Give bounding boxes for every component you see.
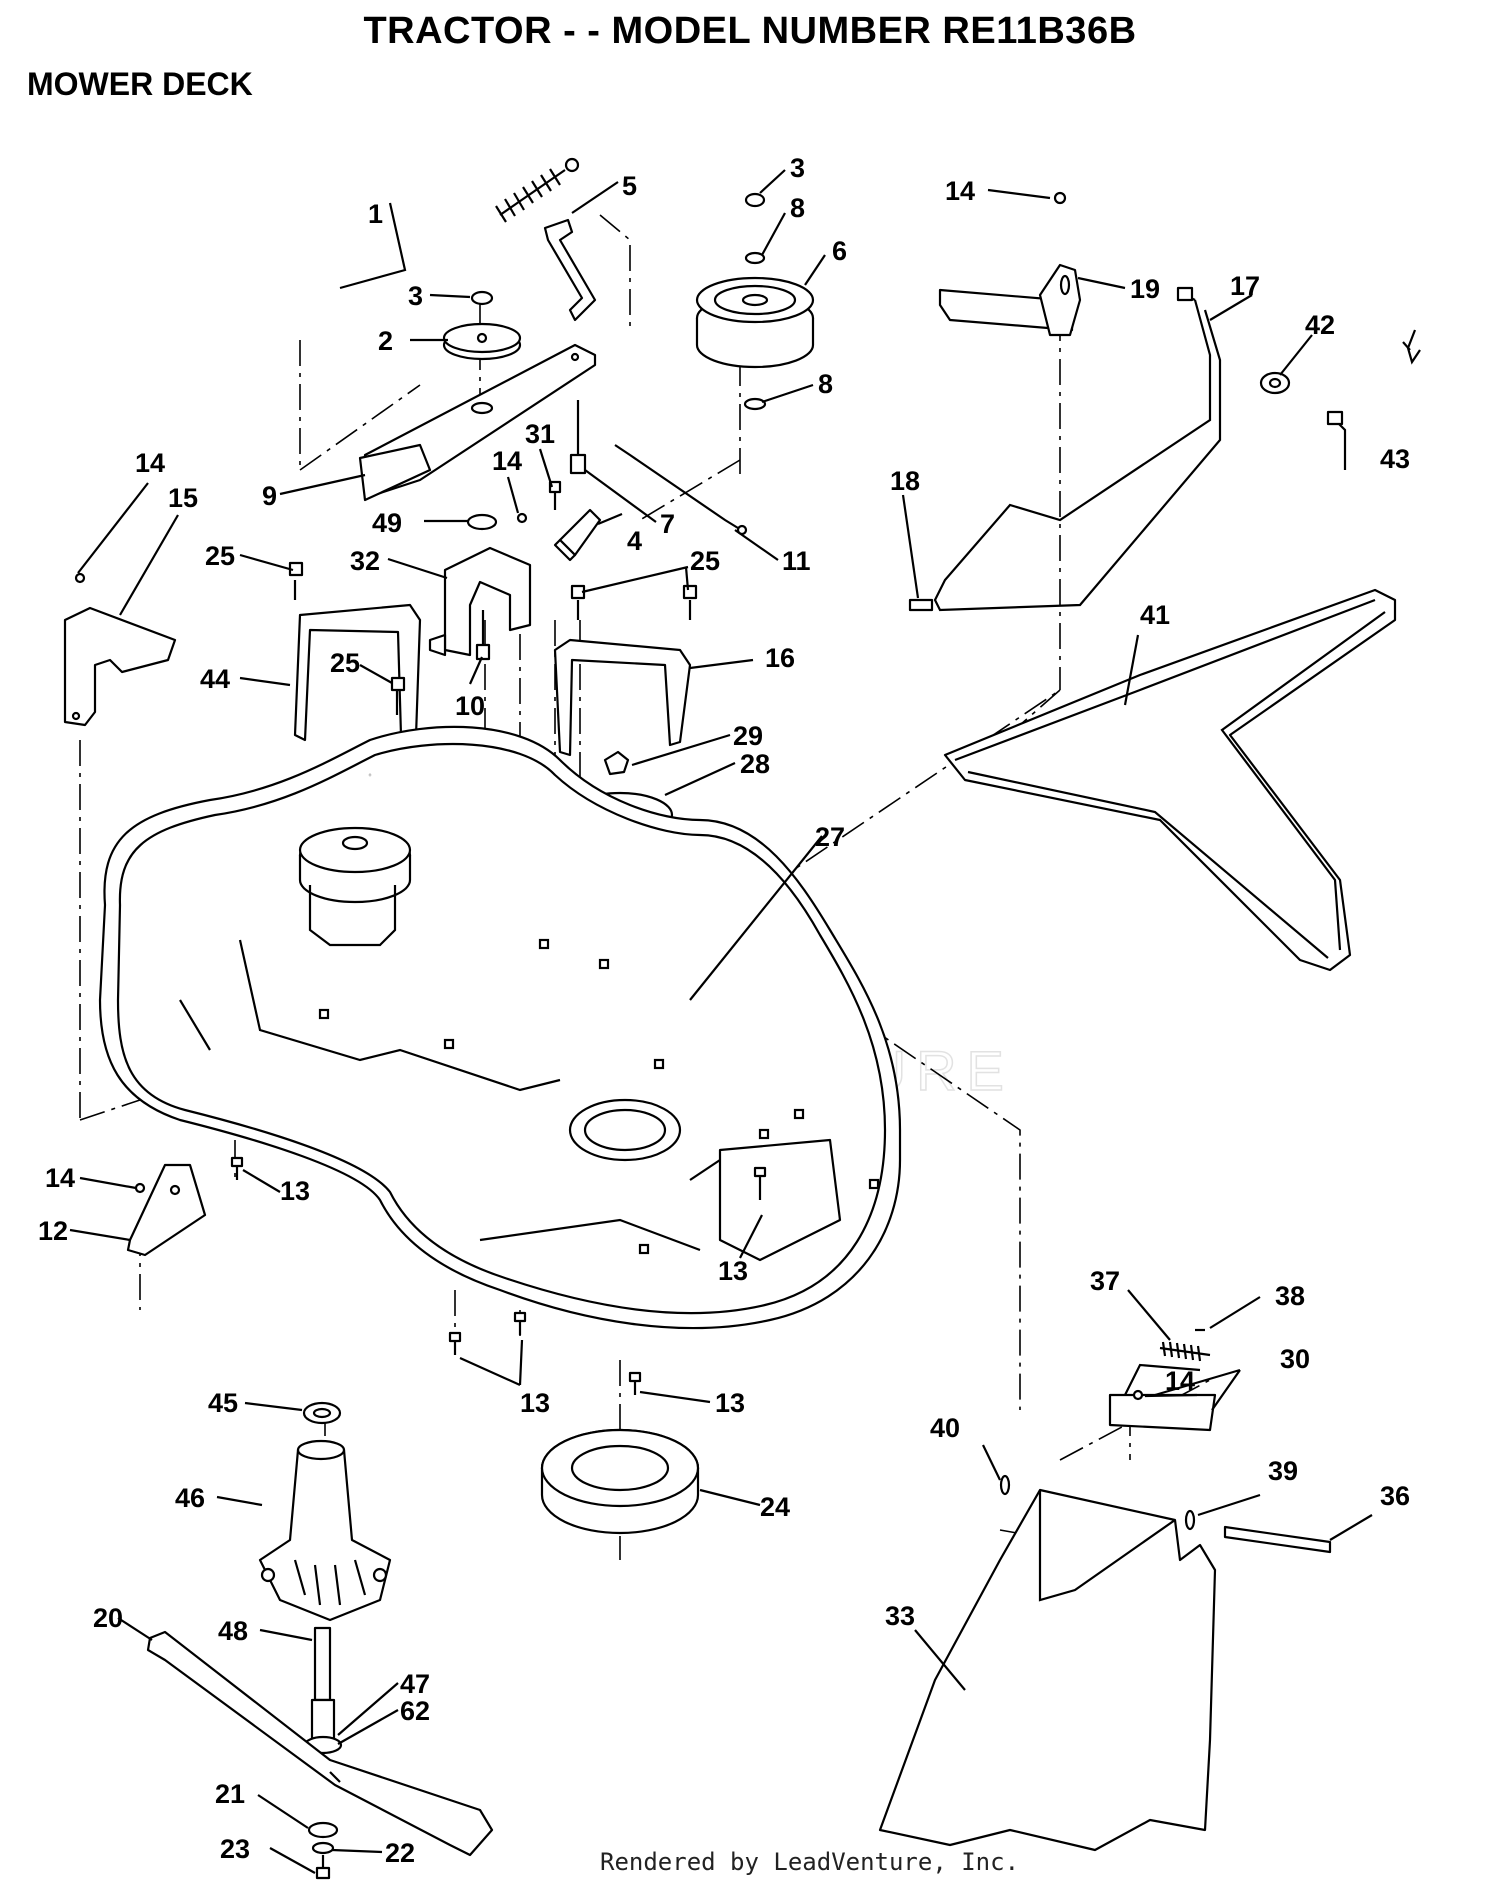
callout-25: 25	[205, 541, 235, 571]
callout-30: 30	[1280, 1344, 1310, 1374]
callout-48: 48	[218, 1616, 248, 1646]
callout-18: 18	[890, 466, 920, 496]
callout-labels: 1 2 3 5 3 8 6 8 9 7 11 31 14 49 4 32 10 …	[38, 153, 1410, 1868]
callout-44: 44	[200, 664, 230, 694]
diagram-title: TRACTOR - - MODEL NUMBER RE11B36B	[363, 10, 1137, 52]
part-lift-bracket	[938, 191, 1082, 337]
callout-8: 8	[818, 369, 833, 399]
callout-4: 4	[627, 526, 642, 556]
callout-31: 31	[525, 419, 555, 449]
callout-28: 28	[740, 749, 770, 779]
part-bracket-small	[516, 480, 602, 562]
part-lift-link	[933, 286, 1421, 612]
callout-36: 36	[1380, 1481, 1410, 1511]
part-bearing	[302, 1401, 342, 1425]
callout-12: 12	[38, 1216, 68, 1246]
callout-39: 39	[1268, 1456, 1298, 1486]
callout-32: 32	[350, 546, 380, 576]
part-hanger-bracket-right	[553, 584, 698, 757]
callout-62: 62	[400, 1696, 430, 1726]
part-spring	[495, 157, 580, 223]
callout-49: 49	[372, 508, 402, 538]
part-blade-hardware	[307, 1821, 339, 1880]
part-mower-deck	[98, 725, 902, 1330]
callout-45: 45	[208, 1388, 238, 1418]
callout-20: 20	[93, 1603, 123, 1633]
callout-17: 17	[1230, 271, 1260, 301]
leader-lines	[69, 169, 1411, 1874]
callout-14: 14	[492, 446, 522, 476]
callout-14: 14	[945, 176, 975, 206]
section-title: MOWER DECK	[27, 66, 253, 102]
part-idler-pulley	[695, 192, 815, 411]
callout-47: 47	[400, 1669, 430, 1699]
callout-14: 14	[135, 448, 165, 478]
callout-13: 13	[520, 1388, 550, 1418]
callout-25: 25	[330, 648, 360, 678]
part-spacer-washer	[442, 290, 522, 361]
part-side-bracket	[63, 572, 177, 727]
part-deflector-bracket	[1108, 1328, 1217, 1432]
part-pivot-bolt	[569, 400, 587, 475]
callout-6: 6	[832, 236, 847, 266]
callout-10: 10	[455, 691, 485, 721]
callout-13: 13	[715, 1388, 745, 1418]
callout-13: 13	[718, 1256, 748, 1286]
callout-21: 21	[215, 1779, 245, 1809]
part-washer-49	[466, 513, 498, 531]
part-deck-bracket	[428, 546, 532, 661]
part-blade	[146, 1630, 494, 1857]
part-rod	[614, 444, 748, 536]
part-belt	[943, 588, 1397, 972]
callout-22: 22	[385, 1838, 415, 1868]
render-credit: Rendered by LeadVenture, Inc.	[600, 1848, 1020, 1876]
callout-9: 9	[262, 481, 277, 511]
callout-38: 38	[1275, 1281, 1305, 1311]
part-bolts-13	[230, 1156, 767, 1395]
callout-14: 14	[1165, 1366, 1195, 1396]
part-rear-bracket	[126, 1163, 207, 1257]
callout-11: 11	[782, 546, 811, 576]
callout-40: 40	[930, 1413, 960, 1443]
callout-1: 1	[368, 199, 383, 229]
callout-23: 23	[220, 1834, 250, 1864]
callout-33: 33	[885, 1601, 915, 1631]
part-baffle-ring	[540, 1428, 700, 1535]
callout-2: 2	[378, 326, 393, 356]
callout-13: 13	[280, 1176, 310, 1206]
part-spindle-shaft	[303, 1626, 343, 1755]
callout-41: 41	[1140, 600, 1170, 630]
part-idler-arm	[358, 343, 597, 502]
callout-46: 46	[175, 1483, 205, 1513]
callout-3: 3	[408, 281, 423, 311]
callout-5: 5	[622, 171, 637, 201]
callout-43: 43	[1380, 444, 1410, 474]
callout-16: 16	[765, 643, 795, 673]
callout-19: 19	[1130, 274, 1160, 304]
callout-7: 7	[660, 509, 675, 539]
callout-3: 3	[790, 153, 805, 183]
callout-15: 15	[168, 483, 198, 513]
callout-25: 25	[690, 546, 720, 576]
callout-29: 29	[733, 721, 763, 751]
callout-8: 8	[790, 193, 805, 223]
part-hinge-rod	[999, 1474, 1332, 1554]
callout-42: 42	[1305, 310, 1335, 340]
callout-24: 24	[760, 1492, 790, 1522]
callout-27: 27	[815, 822, 845, 852]
part-pin	[908, 598, 934, 612]
part-spindle-housing	[258, 1439, 392, 1622]
callout-14: 14	[45, 1163, 75, 1193]
callout-37: 37	[1090, 1266, 1120, 1296]
part-discharge-chute	[878, 1488, 1217, 1852]
part-idler-bracket	[543, 218, 597, 322]
